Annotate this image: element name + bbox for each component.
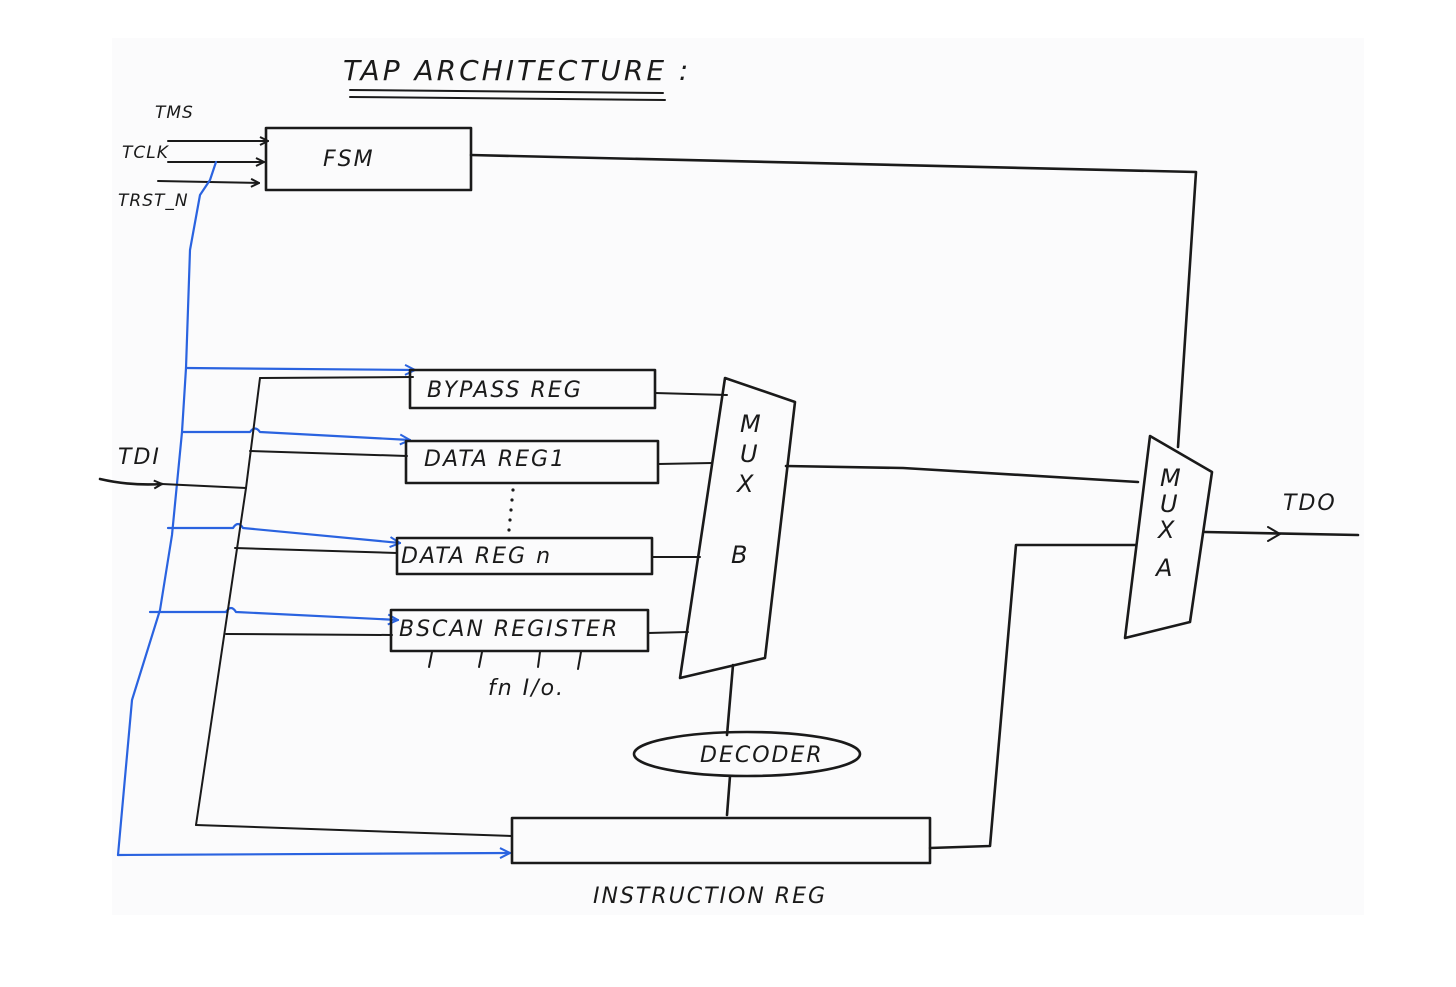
data-register-1: DATA REG1 bbox=[404, 439, 660, 485]
bscan-register: BSCAN REGISTER fn I/o. bbox=[389, 608, 650, 701]
mux-b-to-mux-a-wire bbox=[784, 464, 1140, 484]
data1-label: DATA REG1 bbox=[424, 447, 566, 472]
mux-b-letter-4: B bbox=[731, 541, 747, 569]
bypass-register: BYPASS REG bbox=[408, 368, 657, 410]
fsm-to-mux-a-wire bbox=[469, 153, 1198, 449]
title-underline-1 bbox=[349, 89, 664, 94]
tdi-distribution-wires bbox=[98, 376, 513, 837]
paper-background bbox=[112, 38, 1364, 915]
decoder-block: DECODER bbox=[632, 730, 862, 778]
mux-a-letter-4: A bbox=[1154, 554, 1172, 582]
fsm-block: FSM bbox=[264, 126, 473, 192]
decoder-to-mux-b-wire bbox=[725, 663, 735, 737]
tdo-label: TDO bbox=[1283, 491, 1337, 516]
mux-b-letter-2: U bbox=[740, 440, 758, 468]
tdi-label: TDI bbox=[118, 445, 161, 470]
mux-a: M U X A bbox=[1123, 434, 1214, 640]
instruction-to-mux-a-wire bbox=[928, 543, 1138, 850]
datan-label: DATA REG n bbox=[401, 544, 552, 569]
mux-b-letter-1: M bbox=[740, 410, 761, 438]
title-underline-2 bbox=[349, 96, 666, 101]
fn-io-label: fn I/o. bbox=[488, 676, 565, 701]
bypass-label: BYPASS REG bbox=[427, 378, 583, 403]
decoder-label: DECODER bbox=[700, 743, 824, 768]
instruction-register: INSTRUCTION REG bbox=[510, 816, 932, 909]
tdo-wire bbox=[1203, 530, 1360, 537]
tdo-arrowhead bbox=[1267, 526, 1281, 542]
mux-a-letter-3: X bbox=[1156, 516, 1175, 544]
bscan-label: BSCAN REGISTER bbox=[399, 617, 619, 642]
mux-a-letter-1: M bbox=[1160, 464, 1181, 492]
tclk-label: TCLK bbox=[122, 143, 170, 163]
mux-b-letter-3: X bbox=[735, 470, 754, 498]
instruction-label: INSTRUCTION REG bbox=[593, 884, 827, 909]
trst-label: TRST_N bbox=[118, 191, 189, 211]
register-ellipsis bbox=[507, 488, 515, 532]
mux-b: M U X B bbox=[678, 376, 797, 680]
mux-a-letter-2: U bbox=[1160, 490, 1178, 518]
diagram-title: TAP ARCHITECTURE : bbox=[343, 54, 691, 87]
tclk-distribution-wires bbox=[116, 160, 512, 855]
register-to-mux-b-wires bbox=[647, 392, 728, 634]
fsm-label: FSM bbox=[323, 147, 375, 172]
tms-label: TMS bbox=[155, 103, 194, 123]
instruction-to-decoder-wire bbox=[725, 774, 732, 817]
